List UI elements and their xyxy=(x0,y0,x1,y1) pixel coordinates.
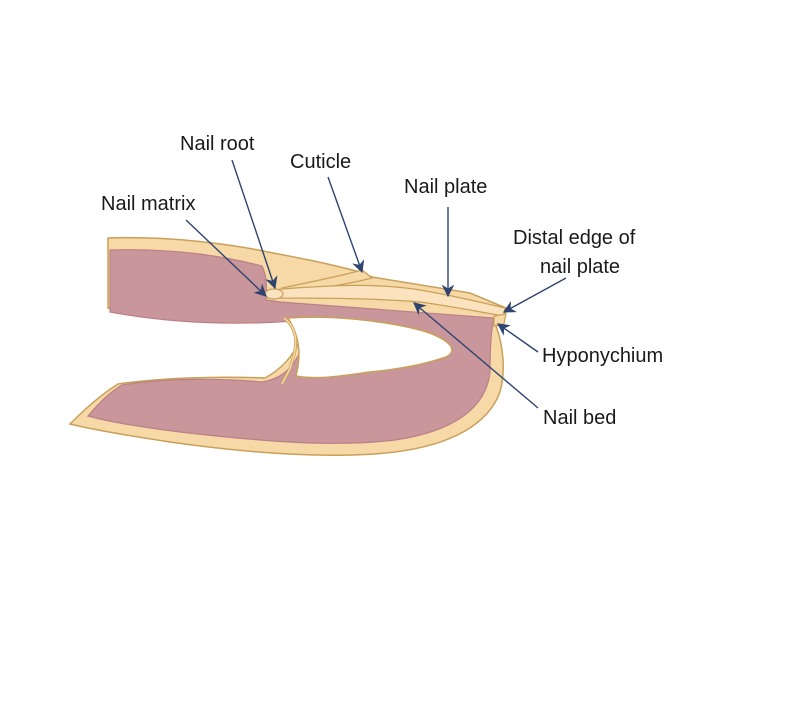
label-nail-matrix: Nail matrix xyxy=(101,193,195,215)
hyponychium xyxy=(493,313,507,327)
leader-distal-edge xyxy=(502,277,567,313)
leader-hyponychium xyxy=(496,323,539,353)
label-nail-plate: Nail plate xyxy=(404,176,487,198)
label-nail-root: Nail root xyxy=(180,133,255,155)
label-cuticle: Cuticle xyxy=(290,151,351,173)
leader-nail-matrix xyxy=(185,219,267,297)
label-distal-edge-line2: nail plate xyxy=(540,256,620,278)
label-nail-bed: Nail bed xyxy=(543,407,616,429)
label-distal-edge-line1: Distal edge of xyxy=(513,227,636,249)
tendon-strand-inner xyxy=(281,317,297,385)
nail-matrix xyxy=(264,288,284,300)
leader-cuticle xyxy=(327,176,365,274)
label-hyponychium: Hyponychium xyxy=(542,345,663,367)
leader-nail-bed xyxy=(413,302,539,409)
leader-nail-root xyxy=(231,159,278,290)
bone-cavity xyxy=(286,316,453,379)
